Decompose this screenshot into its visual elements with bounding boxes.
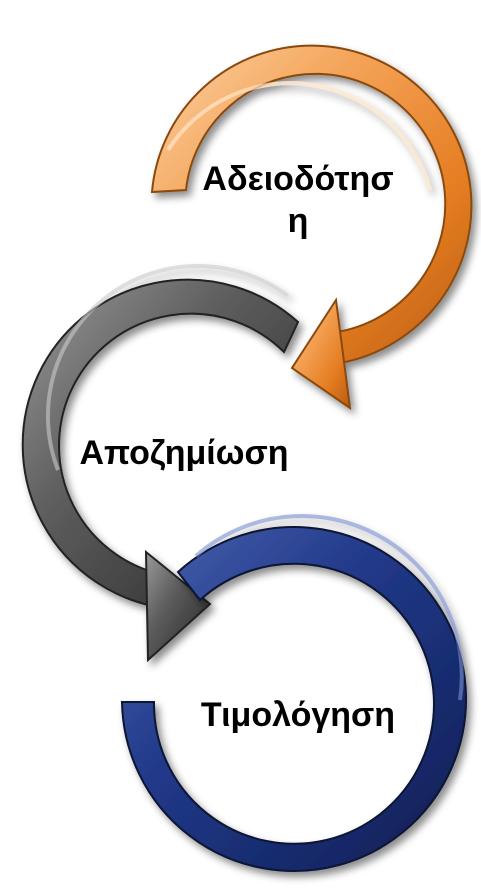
orange-arrowhead	[290, 297, 352, 411]
navy-cycle-arrow	[120, 514, 467, 872]
orange-cycle-arrow	[150, 44, 473, 411]
label-apozimiosi: Αποζημίωση	[79, 434, 288, 472]
label-adeiodotisi-line1: Αδειοδότησ	[202, 160, 393, 198]
navy-arrow-band	[120, 526, 467, 872]
label-timologisi: Τιμολόγηση	[201, 696, 395, 734]
orange-arrow-band	[150, 44, 473, 366]
gray-cycle-arrow	[21, 264, 300, 663]
gray-arrowhead	[144, 549, 212, 663]
label-adeiodotisi-line2: η	[288, 202, 309, 240]
